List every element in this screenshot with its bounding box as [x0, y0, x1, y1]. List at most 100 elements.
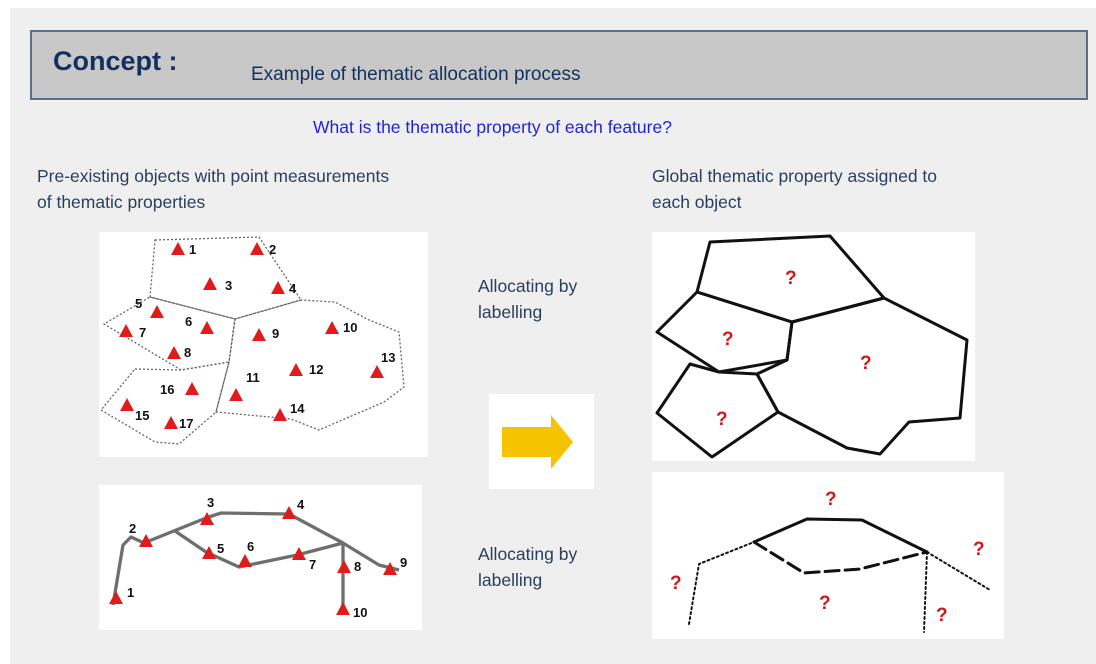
question-text: What is the thematic property of each fe…: [313, 117, 672, 137]
left-caption: Pre-existing objects with point measurem…: [37, 163, 389, 215]
measurement-label: 3: [207, 495, 214, 510]
measurement-marker: [164, 416, 178, 429]
property-mark: ?: [973, 539, 985, 560]
measurement-label: 8: [354, 559, 361, 574]
property-mark: ?: [936, 605, 948, 626]
measurement-label: 7: [309, 557, 316, 572]
measurement-marker: [325, 321, 339, 334]
polygon-outline: [655, 290, 794, 374]
measurement-label: 10: [353, 605, 367, 620]
measurement-label: 13: [381, 350, 395, 365]
property-mark: ?: [670, 573, 682, 594]
measurement-marker: [292, 547, 306, 560]
measurement-marker: [202, 546, 216, 559]
property-mark: ?: [722, 329, 734, 350]
measurement-marker: [273, 408, 287, 421]
measurement-marker: [120, 398, 134, 411]
polygon-outline: [149, 236, 303, 320]
line-feature: [752, 540, 929, 575]
measurement-marker: [282, 506, 296, 519]
measurement-marker: [139, 534, 153, 547]
polygon-result-panel: ? ? ? ?: [652, 232, 975, 461]
measurement-marker: [109, 591, 123, 604]
polygon-outline: [655, 362, 780, 459]
measurement-marker: [200, 321, 214, 334]
measurement-label: 4: [289, 281, 297, 296]
measurement-label: 5: [135, 296, 142, 311]
property-mark: ?: [819, 593, 831, 614]
measurement-label: 2: [129, 521, 136, 536]
measurement-label: 17: [179, 416, 193, 431]
polygon-outline: [755, 296, 969, 456]
measurement-label: 6: [185, 314, 192, 329]
concept-title: Concept :: [53, 46, 178, 76]
line-result-panel: ? ? ? ? ?: [652, 472, 1004, 639]
left-caption-line-2: of thematic properties: [37, 192, 206, 212]
allocating-bottom-line-1: Allocating by: [478, 544, 578, 564]
measurement-label: 9: [400, 555, 407, 570]
measurement-marker: [370, 365, 384, 378]
left-caption-line-1: Pre-existing objects with point measurem…: [37, 166, 390, 186]
measurement-label: 6: [247, 539, 254, 554]
right-arrow-icon: [502, 415, 573, 469]
measurement-marker: [185, 382, 199, 395]
measurement-label: 16: [160, 382, 174, 397]
polygon-outline: [100, 361, 230, 445]
measurement-marker: [171, 242, 185, 255]
property-mark: ?: [860, 353, 872, 374]
allocating-bottom-line-2: labelling: [478, 570, 543, 590]
measurement-label: 12: [309, 362, 323, 377]
measurement-marker: [271, 281, 285, 294]
line-feature: [688, 541, 755, 625]
polygon-outline: [102, 296, 236, 371]
line-feature: [923, 551, 928, 633]
measurement-marker: [203, 277, 217, 290]
measurement-label: 5: [217, 541, 224, 556]
allocating-label-top: Allocating by labelling: [478, 273, 577, 325]
line-feature: [111, 511, 344, 606]
polygon-result-diagram: ? ? ? ?: [655, 234, 969, 459]
measurement-marker: [250, 242, 264, 255]
property-mark: ?: [716, 409, 728, 430]
measurement-marker: [252, 328, 266, 341]
line-result-diagram: ? ? ? ? ?: [670, 489, 991, 633]
allocating-label-bottom: Allocating by labelling: [478, 541, 577, 593]
polygon-outline: [215, 299, 405, 431]
property-mark: ?: [785, 268, 797, 289]
measurement-marker: [229, 388, 243, 401]
measurement-label: 8: [184, 345, 191, 360]
right-caption-line-1: Global thematic property assigned to: [652, 166, 938, 186]
property-mark: ?: [825, 489, 837, 510]
measurement-label: 14: [290, 401, 305, 416]
arrow-panel: [489, 394, 594, 489]
right-caption: Global thematic property assigned to eac…: [652, 163, 937, 215]
measurement-marker: [289, 363, 303, 376]
right-caption-line-2: each object: [652, 192, 742, 212]
measurement-marker: [119, 324, 133, 337]
measurement-label: 3: [225, 278, 232, 293]
measurement-marker: [200, 512, 214, 525]
measurement-label: 1: [189, 242, 196, 257]
allocating-top-line-1: Allocating by: [478, 276, 578, 296]
allocating-top-line-2: labelling: [478, 302, 543, 322]
line-feature: [926, 551, 991, 591]
measurement-label: 7: [139, 325, 146, 340]
measurement-label: 1: [127, 585, 134, 600]
measurement-label: 9: [272, 326, 279, 341]
line-feature: [752, 517, 929, 554]
measurement-marker: [150, 305, 164, 318]
measurement-label: 11: [246, 370, 260, 385]
measurement-label: 10: [343, 320, 357, 335]
measurement-marker: [337, 560, 351, 573]
concept-subtitle: Example of thematic allocation process: [251, 64, 581, 85]
measurement-marker: [167, 346, 181, 359]
measurement-marker: [238, 554, 252, 567]
measurement-label: 2: [269, 242, 276, 257]
header-bar: Concept : Example of thematic allocation…: [30, 30, 1088, 100]
measurement-label: 15: [135, 408, 149, 423]
